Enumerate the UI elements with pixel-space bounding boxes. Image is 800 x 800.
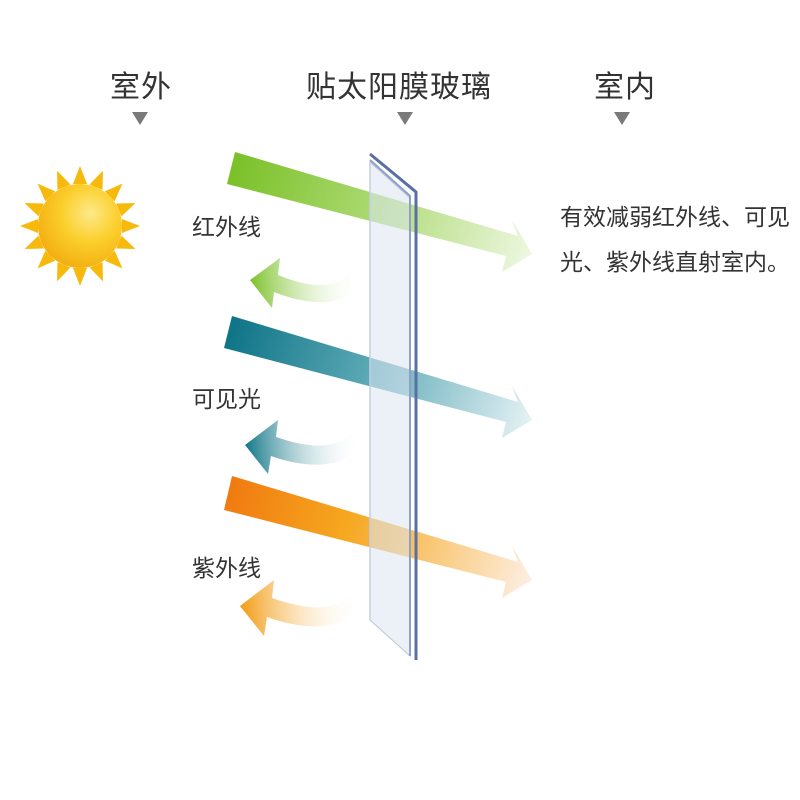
description-text: 有效减弱红外线、可见光、紫外线直射室内。: [560, 205, 790, 276]
down-triangle-icon: [397, 112, 413, 125]
ray-label-uv: 紫外线: [192, 556, 261, 582]
visible-reflected-arrow: [245, 410, 372, 474]
heading-glass: 贴太阳膜玻璃: [306, 70, 492, 105]
glass-pane: [369, 152, 418, 660]
down-triangle-icon: [132, 112, 148, 125]
ir-reflected-arrow: [250, 248, 372, 308]
ray-label-ir: 红外线: [192, 215, 261, 241]
heading-outdoor: 室外: [110, 70, 172, 105]
down-triangle-icon: [614, 112, 630, 125]
heading-indoor: 室内: [594, 70, 656, 105]
uv-reflected-arrow: [240, 572, 372, 636]
sun-icon: [20, 166, 140, 286]
ray-label-visible: 可见光: [192, 387, 261, 413]
